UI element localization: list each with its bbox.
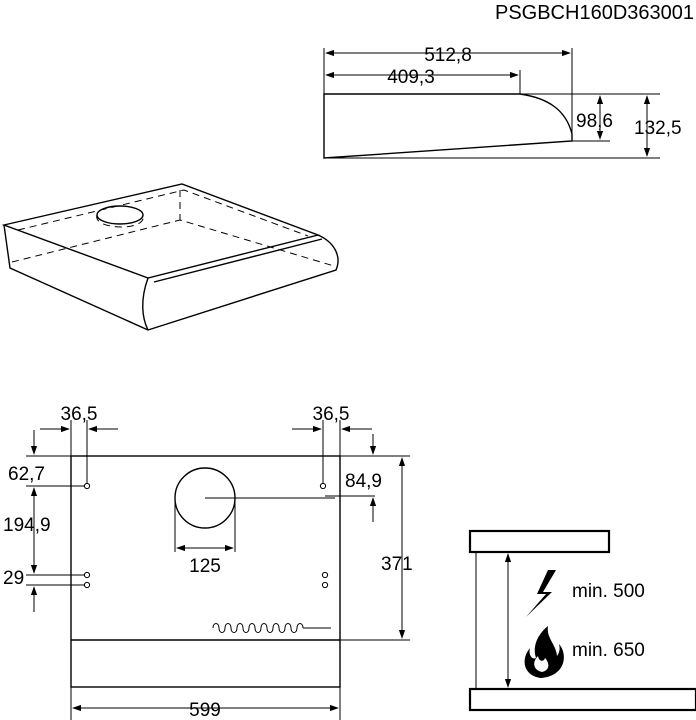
mounting-hole: [83, 482, 91, 490]
dim-left-hole-offset: 36,5: [61, 404, 98, 425]
air-outlet: [96, 205, 144, 225]
dim-width: 599: [189, 700, 221, 720]
filter-coil: [212, 623, 304, 633]
side-view: 512,8 409,3 98,6 132,5: [323, 45, 682, 159]
hood-side-profile: [323, 93, 573, 159]
electric-min-distance: min. 500: [572, 581, 645, 602]
dim-hole-spacing: 194,9: [3, 515, 51, 536]
dim-hole-pair-gap: 29: [3, 568, 24, 589]
installation-diagram: min. 500 min. 650: [468, 529, 696, 712]
hood-bar: [468, 529, 611, 554]
hood-outline: [70, 455, 341, 688]
dim-right-top-offset: 84,9: [345, 471, 382, 492]
mounting-hole: [83, 571, 91, 579]
mounting-hole: [319, 482, 327, 490]
hob-bar: [468, 687, 696, 712]
bottom-view: 36,5 36,5 62,7 194,9 29 84,9 371 125 599: [3, 404, 413, 720]
mounting-hole: [83, 581, 91, 589]
dim-total-depth: 512,8: [424, 45, 472, 66]
dim-left-top-offset: 62,7: [8, 464, 45, 485]
dim-front-depth: 409,3: [387, 67, 435, 88]
hood-isometric-view: [1, 183, 339, 331]
mounting-hole: [321, 581, 329, 589]
dim-right-hole-offset: 36,5: [313, 404, 350, 425]
dim-total-height: 132,5: [634, 118, 682, 139]
mounting-hole: [321, 571, 329, 579]
model-code: PSGBCH160D363001: [495, 2, 694, 24]
gas-min-distance: min. 650: [572, 640, 645, 661]
dim-front-height: 98,6: [576, 111, 613, 132]
lightning-icon: [526, 570, 556, 617]
dim-depth: 371: [381, 554, 413, 575]
dim-outlet-diameter: 125: [189, 556, 221, 577]
